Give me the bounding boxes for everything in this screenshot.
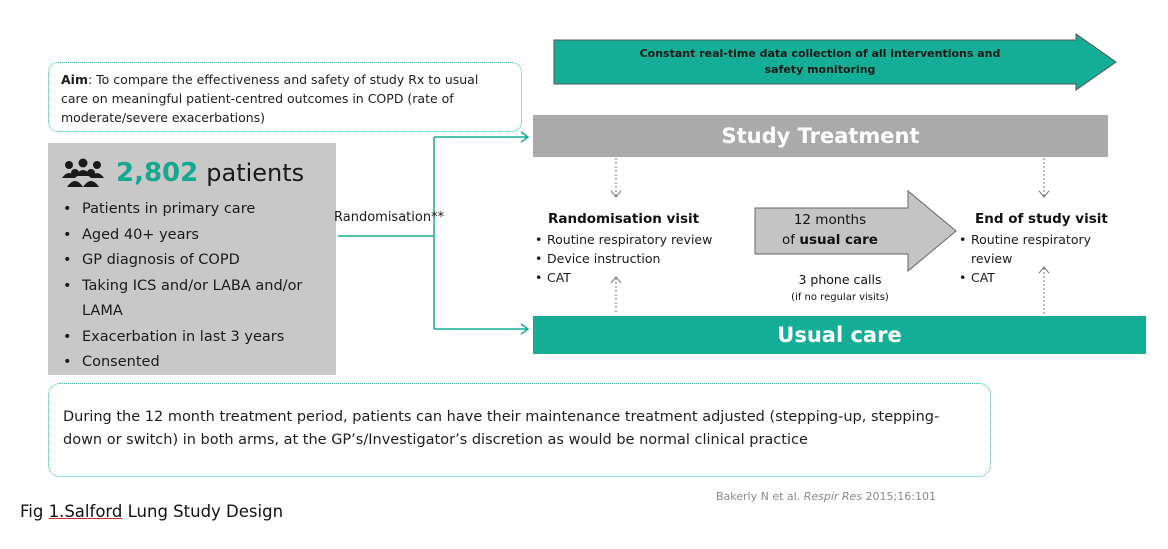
visit-item: CAT bbox=[959, 268, 1109, 287]
aim-text: : To compare the effectiveness and safet… bbox=[61, 72, 479, 125]
phone-calls-note: (if no regular visits) bbox=[791, 292, 889, 303]
usual-care-label: Usual care bbox=[777, 323, 902, 347]
criterion-item: Aged 40+ years bbox=[60, 223, 332, 249]
visit-item: CAT bbox=[535, 268, 745, 287]
visit-item: Routine respiratory review bbox=[535, 230, 745, 249]
criterion-item: Exacerbation in last 3 years bbox=[60, 325, 332, 351]
visit-item: Device instruction bbox=[535, 249, 745, 268]
randomisation-visit-title: Randomisation visit bbox=[548, 211, 700, 227]
criterion-item: GP diagnosis of COPD bbox=[60, 248, 332, 274]
phone-calls: 3 phone calls bbox=[798, 272, 882, 287]
people-group-icon bbox=[62, 158, 104, 187]
patients-word: patients bbox=[206, 159, 305, 187]
criterion-item: Patients in primary care bbox=[60, 197, 332, 223]
usual-care-period-arrow bbox=[754, 189, 957, 273]
treatment-period-text: During the 12 month treatment period, pa… bbox=[63, 409, 940, 448]
criterion-item: Consented bbox=[60, 350, 332, 376]
aim-label: Aim bbox=[61, 72, 88, 87]
patients-count: 2,802 bbox=[116, 158, 199, 188]
visit-item: Routine respiratory review bbox=[959, 230, 1109, 268]
randomisation-connector bbox=[338, 131, 530, 335]
usual-care-bar: Usual care bbox=[533, 316, 1146, 354]
randomisation-visit-list: Routine respiratory review Device instru… bbox=[535, 230, 745, 287]
end-visit-title: End of study visit bbox=[975, 211, 1108, 227]
randomisation-label: Randomisation** bbox=[334, 210, 445, 225]
study-treatment-bar: Study Treatment bbox=[533, 115, 1108, 157]
criterion-item: Taking ICS and/or LABA and/or LAMA bbox=[60, 274, 332, 325]
figure-caption: Fig 1.Salford Lung Study Design bbox=[20, 502, 284, 521]
data-collection-arrow bbox=[553, 33, 1117, 91]
aim-box: Aim: To compare the effectiveness and sa… bbox=[48, 62, 522, 132]
inclusion-criteria-list: Patients in primary care Aged 40+ years … bbox=[60, 197, 332, 376]
patients-box: 2,802 patients Patients in primary care … bbox=[48, 143, 336, 375]
study-treatment-label: Study Treatment bbox=[721, 124, 920, 148]
citation: Bakerly N et al. Respir Res 2015;16:101 bbox=[716, 490, 936, 503]
data-collection-text: Constant real-time data collection of al… bbox=[639, 47, 1001, 76]
end-visit-list: Routine respiratory review CAT bbox=[959, 230, 1109, 287]
usual-care-period-text: 12 months of usual care bbox=[782, 212, 878, 248]
treatment-period-note: During the 12 month treatment period, pa… bbox=[48, 383, 991, 477]
